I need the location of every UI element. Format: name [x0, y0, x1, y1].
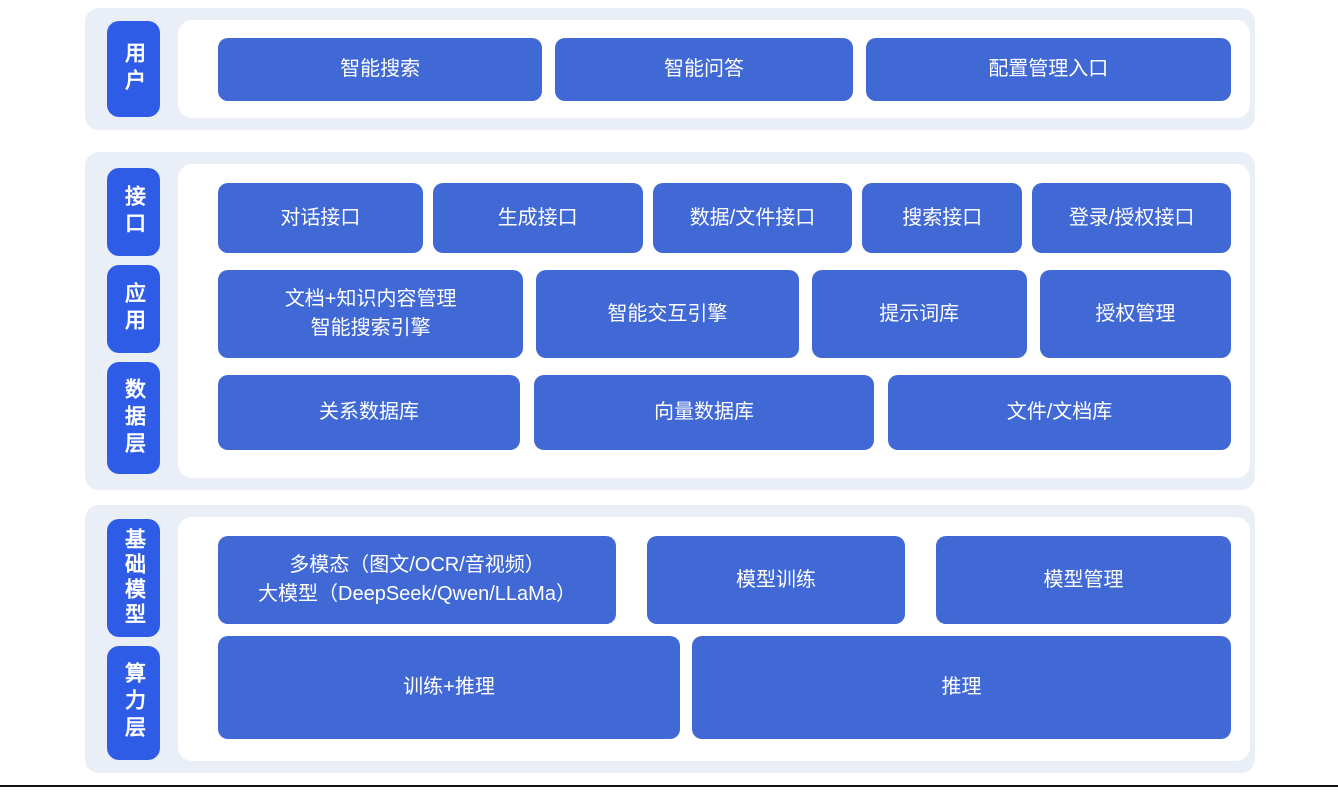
box-search-api: 搜索接口: [862, 183, 1023, 253]
layer-label-foundation-model: 基础模型: [107, 518, 160, 637]
user-layer-label-column: 用户: [107, 20, 160, 118]
box-label: 搜索接口: [902, 206, 983, 229]
box-smart-qa: 智能问答: [555, 37, 853, 101]
box-label: 向量数据库: [654, 401, 754, 423]
box-multimodal-llm: 多模态（图文/OCR/音视频） 大模型（DeepSeek/Qwen/LLaMa）: [218, 536, 616, 624]
user-layer-row: 智能搜索 智能问答 配置管理入口: [218, 37, 1231, 101]
box-label: 文件/文档库: [1006, 401, 1113, 423]
box-model-management: 模型管理: [936, 536, 1231, 624]
box-doc-knowledge-search-engine: 文档+知识内容管理 智能搜索引擎: [218, 270, 524, 358]
box-login-auth-api: 登录/授权接口: [1032, 183, 1231, 253]
box-label: 生成接口: [497, 206, 578, 229]
box-label: 模型训练: [736, 568, 816, 591]
box-smart-interaction-engine: 智能交互引擎: [536, 270, 799, 358]
layer-label-data: 数据层: [107, 362, 160, 474]
middle-layers-label-column: 接口 应用 数据层: [107, 164, 160, 478]
box-label: 提示词库: [879, 302, 960, 325]
bottom-divider: [0, 785, 1338, 787]
box-smart-search: 智能搜索: [218, 37, 543, 101]
architecture-diagram: 用户 智能搜索 智能问答 配置管理入口 接口 应用 数据层: [0, 8, 1338, 792]
box-config-management-entry: 配置管理入口: [865, 37, 1231, 101]
box-label: 智能问答: [663, 57, 744, 80]
box-label-line2: 智能搜索引擎: [310, 317, 431, 339]
application-row: 文档+知识内容管理 智能搜索引擎 智能交互引擎 提示词库 授权管理: [218, 270, 1231, 358]
box-label-line1: 文档+知识内容管理: [284, 288, 457, 310]
box-generation-api: 生成接口: [432, 183, 643, 253]
box-label: 训练+推理: [403, 676, 495, 698]
foundation-compute-band: 基础模型 算力层 多模态（图文/OCR/音视频） 大模型（DeepSeek/Qw…: [85, 505, 1255, 773]
box-label: 对话接口: [280, 206, 361, 229]
layer-label-application: 应用: [107, 265, 160, 353]
layer-label-interface: 接口: [107, 168, 160, 256]
user-layer-panel: 智能搜索 智能问答 配置管理入口: [178, 20, 1250, 118]
data-row: 关系数据库 向量数据库 文件/文档库: [218, 375, 1231, 450]
box-label: 智能交互引擎: [607, 302, 728, 325]
interface-row: 对话接口 生成接口 数据/文件接口 搜索接口 登录/授权接口: [218, 183, 1231, 253]
box-data-file-api: 数据/文件接口: [652, 183, 853, 253]
box-training-inference: 训练+推理: [218, 636, 680, 739]
box-label-line2: 大模型（DeepSeek/Qwen/LLaMa）: [258, 583, 576, 605]
middle-layers-panel: 对话接口 生成接口 数据/文件接口 搜索接口 登录/授权接口 文档+知识内容管理: [178, 164, 1250, 478]
box-dialog-api: 对话接口: [218, 183, 423, 253]
box-label-line1: 多模态（图文/OCR/音视频）: [289, 554, 545, 576]
foundation-model-row: 多模态（图文/OCR/音视频） 大模型（DeepSeek/Qwen/LLaMa）…: [218, 536, 1231, 624]
box-file-doc-store: 文件/文档库: [888, 375, 1231, 450]
box-label: 模型管理: [1043, 568, 1124, 591]
box-label: 关系数据库: [319, 401, 419, 423]
box-auth-management: 授权管理: [1039, 270, 1231, 358]
layer-label-compute: 算力层: [107, 645, 160, 760]
box-label: 登录/授权接口: [1068, 206, 1195, 229]
box-vector-db: 向量数据库: [534, 375, 874, 450]
box-label: 授权管理: [1095, 302, 1176, 325]
user-layer-band: 用户 智能搜索 智能问答 配置管理入口: [85, 8, 1255, 130]
box-label: 智能搜索: [340, 57, 421, 80]
foundation-compute-panel: 多模态（图文/OCR/音视频） 大模型（DeepSeek/Qwen/LLaMa）…: [178, 517, 1250, 761]
box-label: 推理: [941, 676, 982, 698]
box-label: 配置管理入口: [988, 57, 1109, 80]
box-relational-db: 关系数据库: [218, 375, 520, 450]
layer-label-user: 用户: [107, 21, 160, 117]
box-label: 数据/文件接口: [689, 206, 816, 229]
middle-layers-band: 接口 应用 数据层 对话接口 生成接口 数据/文件接口 搜索接口 登录/授权接: [85, 152, 1255, 490]
box-model-training: 模型训练: [647, 536, 905, 624]
box-inference: 推理: [692, 636, 1231, 739]
box-prompt-library: 提示词库: [811, 270, 1027, 358]
foundation-compute-label-column: 基础模型 算力层: [107, 517, 160, 761]
compute-row: 训练+推理 推理: [218, 636, 1231, 739]
